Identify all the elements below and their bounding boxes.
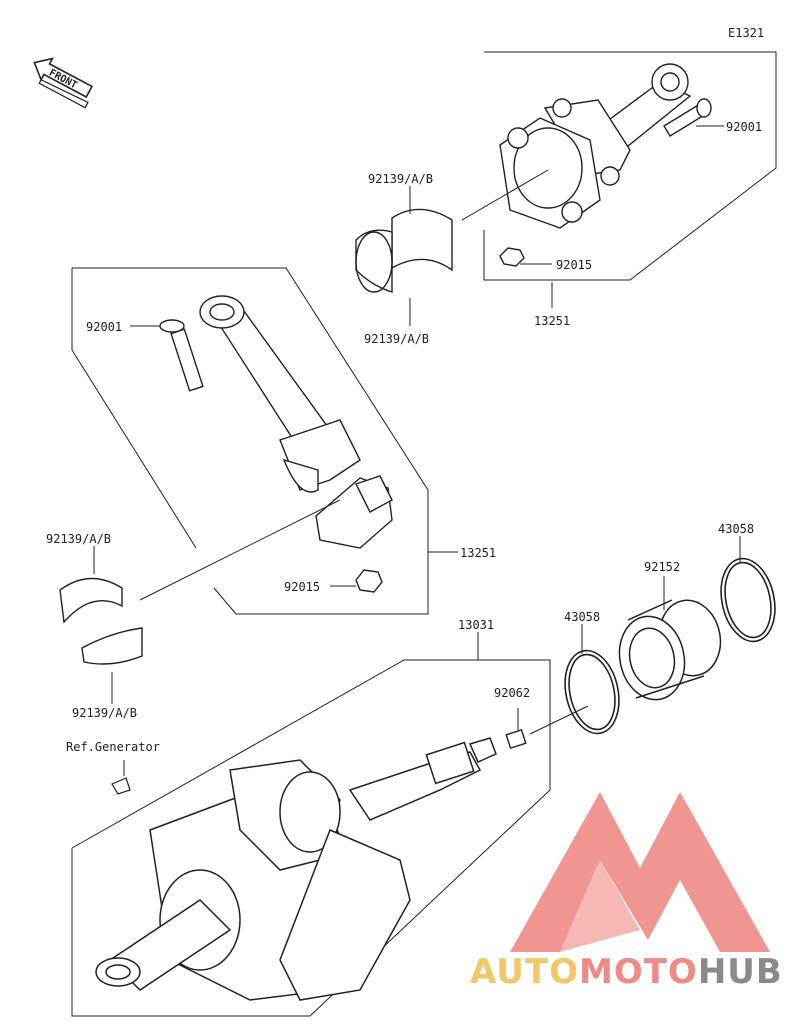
- watermark-hub: HUB: [697, 952, 783, 992]
- watermark-moto: MOTO: [578, 952, 698, 992]
- label-crankshaft-assy: 13031: [458, 618, 495, 632]
- ring-outer-drawing: [720, 557, 776, 643]
- label-nut-upper: 92015: [556, 258, 593, 272]
- label-bearing-left-bottom: 92139/A/B: [72, 706, 138, 720]
- collar-drawing: [618, 599, 722, 701]
- automotohub-logo: [510, 792, 770, 952]
- label-ring-inner: 43058: [564, 610, 601, 624]
- label-collar: 92152: [644, 560, 681, 574]
- label-bolt-middle: 92001: [86, 320, 123, 334]
- watermark-text: AUTOMOTOHUB: [470, 952, 783, 992]
- label-ring-outer: 43058: [718, 522, 755, 536]
- label-conrod-assy-middle: 13251: [460, 546, 497, 560]
- front-arrow-icon: FRONT: [33, 57, 94, 109]
- label-conrod-assy-upper: 13251: [534, 314, 571, 328]
- crankshaft-drawing: [95, 737, 497, 1001]
- label-plug: 92062: [494, 686, 531, 700]
- diagram-code: E1321: [728, 26, 765, 40]
- label-bearing-upper-top: 92139/A/B: [368, 172, 434, 186]
- label-bolt-upper: 92001: [726, 120, 763, 134]
- plug-drawing: [505, 728, 527, 750]
- conrod-assy-upper-frame: [483, 51, 777, 281]
- label-ref-generator: Ref.Generator: [66, 740, 160, 754]
- label-nut-middle: 92015: [284, 580, 321, 594]
- conrod-middle-drawing: [159, 295, 393, 593]
- label-bearing-upper-bottom: 92139/A/B: [364, 332, 430, 346]
- ring-inner-drawing: [564, 649, 620, 735]
- conrod-upper-drawing: [499, 63, 712, 267]
- leader-lines: [93, 125, 724, 704]
- crankshaft-assy-frame: [71, 659, 551, 1017]
- key-drawing: [111, 777, 131, 795]
- bearing-upper: [355, 208, 453, 293]
- bearing-left: [59, 577, 143, 665]
- label-bearing-left-top: 92139/A/B: [46, 532, 112, 546]
- watermark-auto: AUTO: [470, 952, 579, 992]
